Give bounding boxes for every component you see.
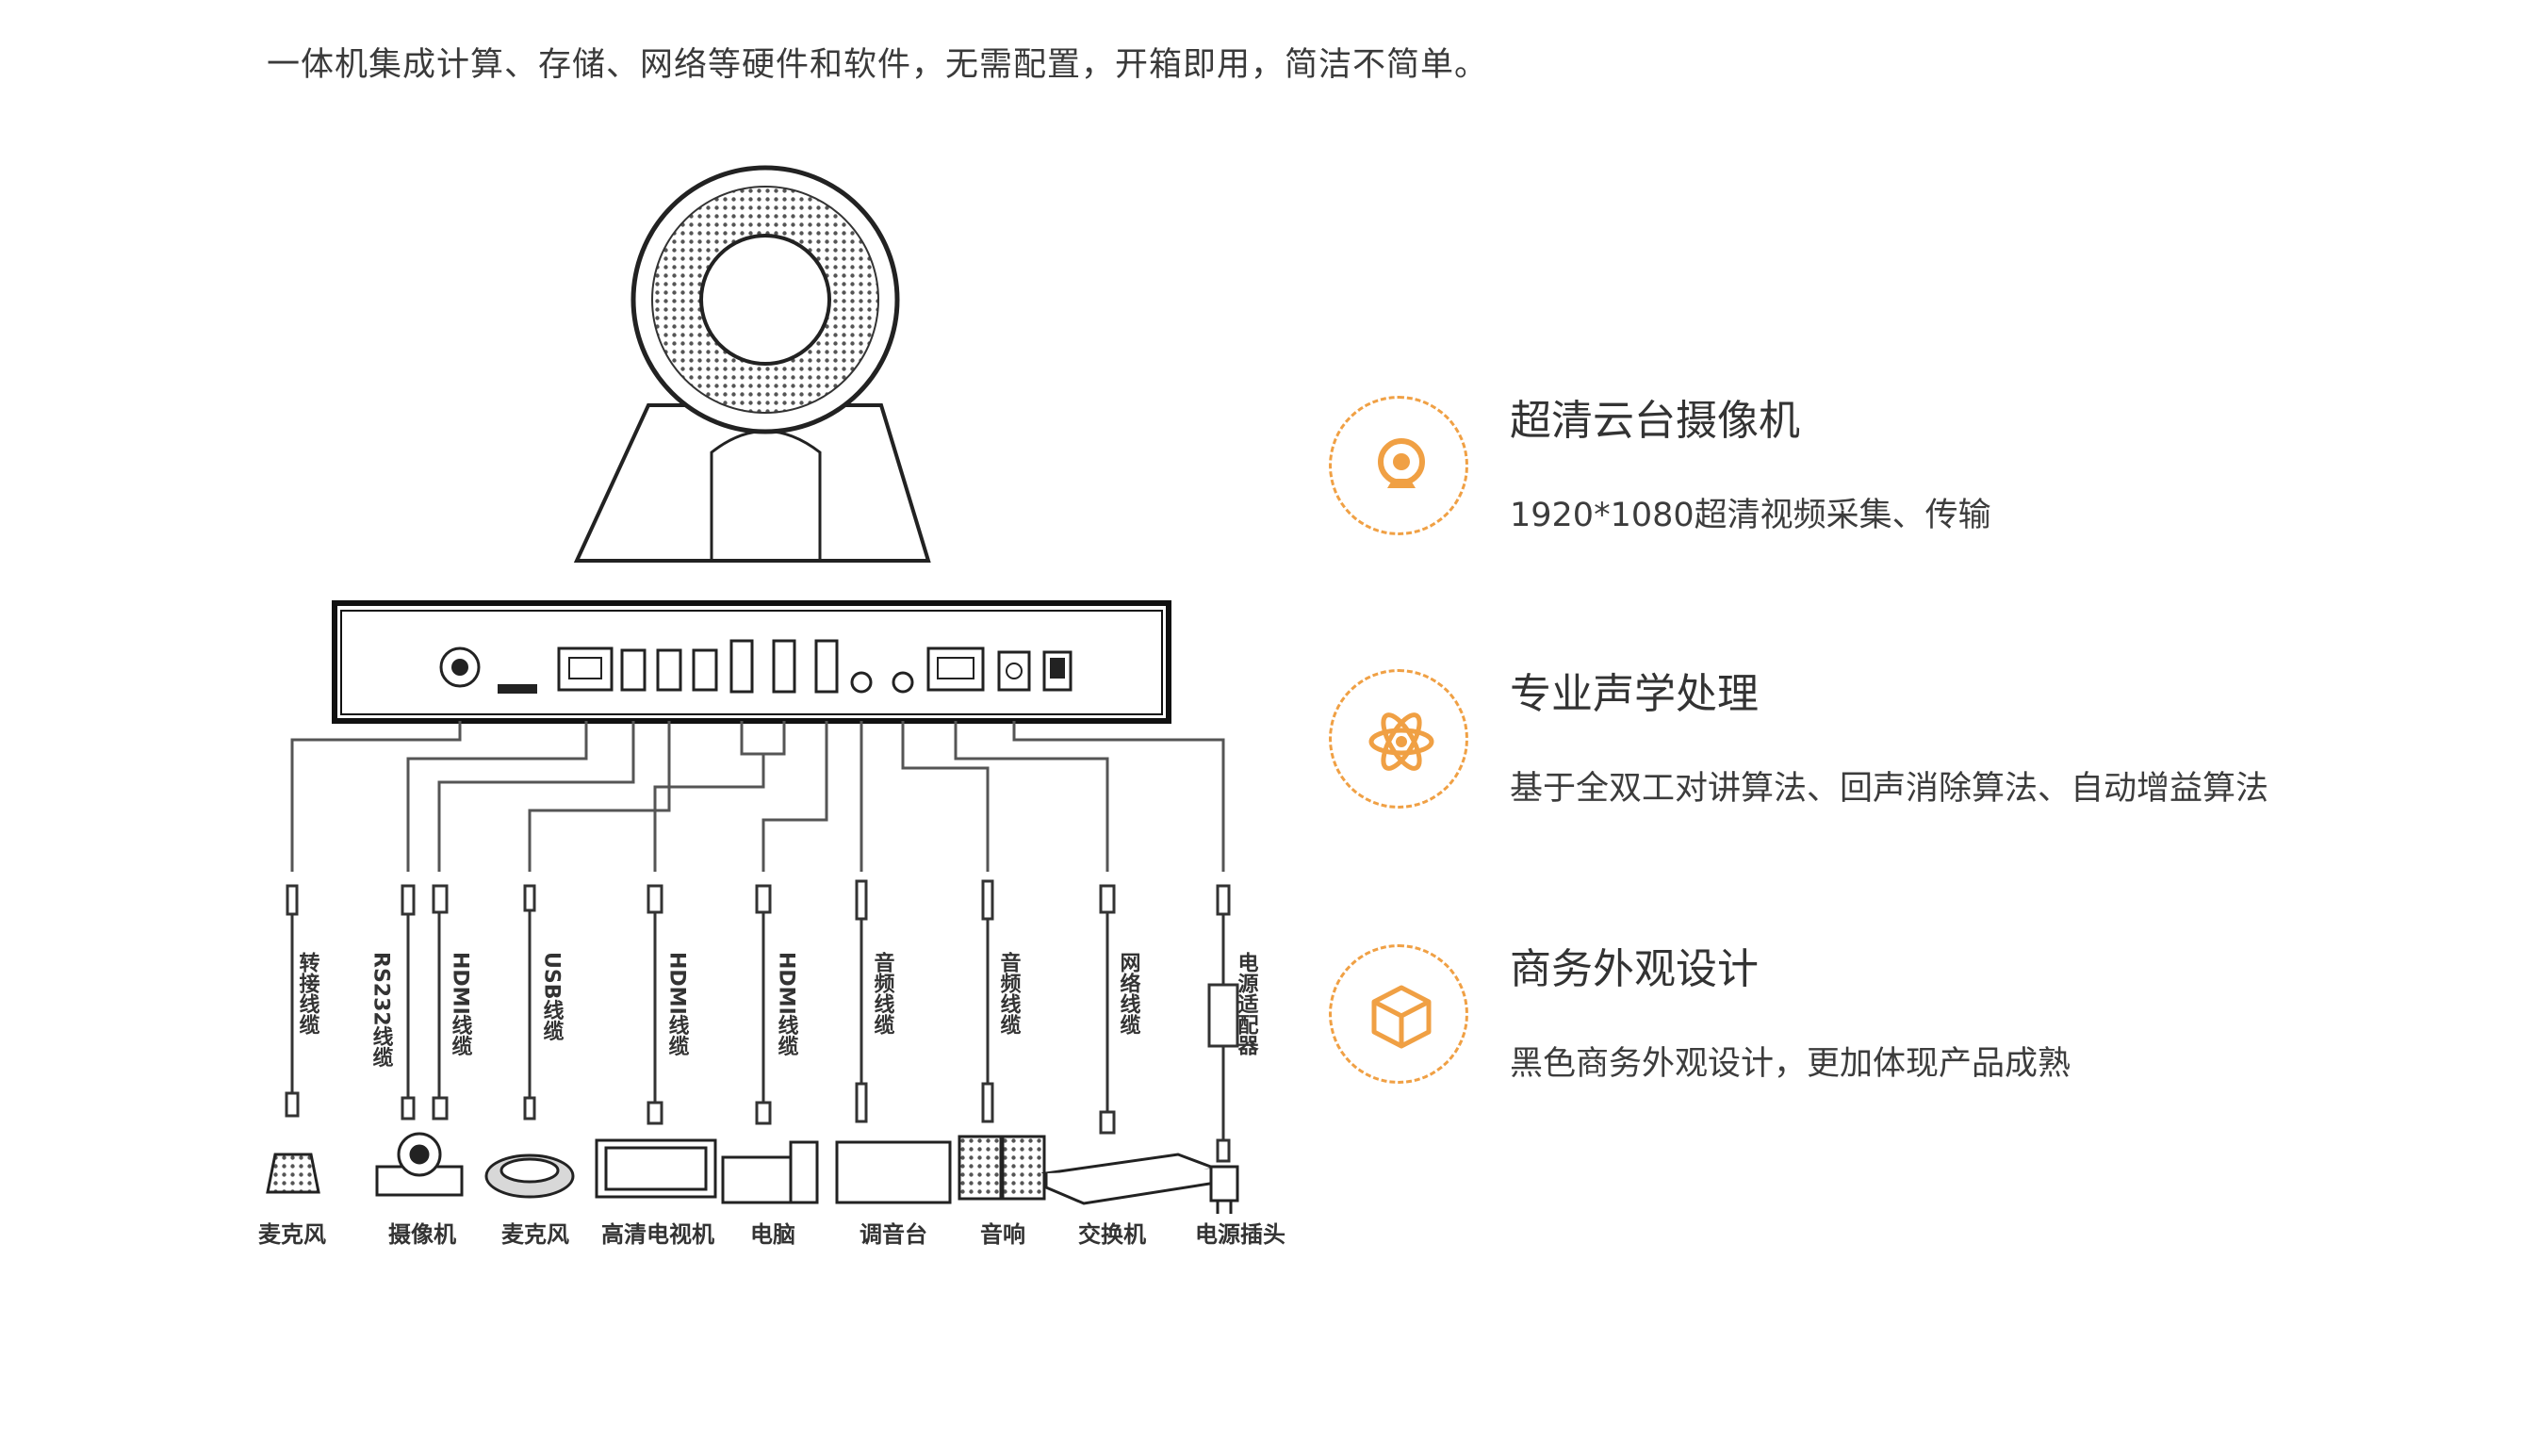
- cable-label: 音频线缆: [997, 951, 1022, 1036]
- device-label: 调音台: [860, 1221, 927, 1248]
- cable-label: 转接线缆: [296, 951, 320, 1036]
- feature-title: 超清云台摄像机: [1510, 397, 1800, 445]
- device-label: 交换机: [1078, 1221, 1146, 1248]
- cable-label: RS232线缆: [369, 952, 394, 1069]
- cable-label: USB线缆: [540, 952, 565, 1042]
- cable-label: 音频线缆: [871, 951, 895, 1036]
- device-label: 电源插头: [1195, 1221, 1285, 1248]
- webcam-icon: [1378, 438, 1425, 488]
- cable-label: 网络线缆: [1117, 952, 1141, 1036]
- device-label: 麦克风: [258, 1221, 326, 1248]
- feature-description: 1920*1080超清视频采集、传输: [1510, 497, 1991, 534]
- cable-label: HDMI线缆: [775, 952, 799, 1057]
- cable-label: HDMI线缆: [665, 952, 690, 1057]
- connection-lines: [290, 721, 1225, 872]
- device-label: 摄像机: [388, 1221, 456, 1248]
- cables: [285, 879, 1239, 1163]
- feature-icon-ring: [1329, 669, 1468, 809]
- intro-text: 一体机集成计算、存储、网络等硬件和软件，无需配置，开箱即用，简洁不简单。: [267, 46, 1489, 84]
- cable-label: HDMI线缆: [449, 952, 473, 1057]
- cube-icon: [1371, 985, 1432, 1049]
- device-label: 音响: [980, 1221, 1025, 1248]
- devices: [266, 1132, 1239, 1214]
- feature-description: 黑色商务外观设计，更加体现产品成熟: [1510, 1045, 2071, 1083]
- feature-title: 专业声学处理: [1510, 670, 1759, 718]
- feature-icon-ring: [1329, 396, 1468, 535]
- feature-icon-ring: [1329, 944, 1468, 1084]
- ptz-camera-illustration: [573, 165, 931, 563]
- device-label: 麦克风: [501, 1221, 569, 1248]
- main-unit-illustration: [332, 600, 1171, 724]
- device-label: 电脑: [750, 1221, 795, 1248]
- feature-description: 基于全双工对讲算法、回声消除算法、自动增益算法: [1510, 770, 2269, 808]
- feature-title: 商务外观设计: [1510, 945, 1759, 993]
- connection-diagram: 转接线缆 RS232线缆 HDMI线缆 USB线缆 HDMI线缆 HDMI线缆 …: [258, 165, 1285, 1248]
- atom-icon: [1368, 712, 1434, 771]
- device-label: 高清电视机: [601, 1221, 714, 1248]
- cable-label: 电源适配器: [1235, 952, 1260, 1056]
